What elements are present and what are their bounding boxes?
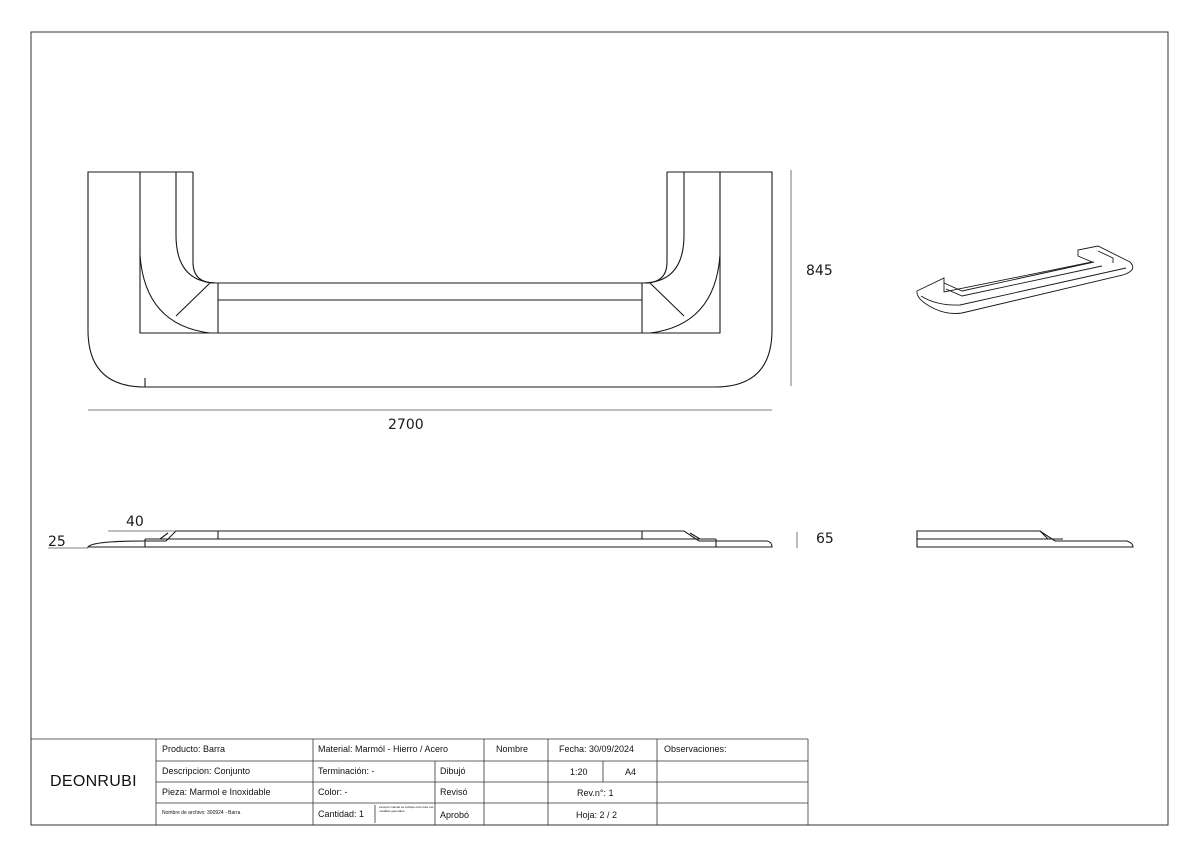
height-dimension-label: 845 [806, 263, 833, 279]
sheet-number-label: Hoja: 2 / 2 [576, 810, 618, 820]
aprobo-label: Aprobó [440, 810, 470, 820]
fecha-label: Fecha: 30/09/2024 [559, 744, 635, 754]
observaciones-label: Observaciones: [664, 744, 727, 754]
paper-size-label: A4 [625, 767, 637, 777]
cantidad-note: excepto cuando se indique otra cosa, las… [379, 805, 434, 813]
company-logo: DEONRUBI [50, 773, 137, 790]
sheet-border [30, 31, 1169, 826]
dibujo-label: Dibujó [440, 766, 466, 776]
nombre-header: Nombre [496, 744, 529, 754]
side-view [86, 530, 773, 548]
dim-40-label: 40 [126, 514, 144, 530]
top-view [87, 171, 773, 388]
revision-label: Rev.n°: 1 [577, 788, 614, 798]
reviso-label: Revisó [440, 787, 468, 797]
material-label: Material: Marmól - Hierro / Acero [318, 744, 449, 754]
producto-label: Producto: Barra [162, 744, 226, 754]
archivo-label: Nombre de archivo: 300924 - Barra [162, 810, 241, 816]
isometric-view [916, 245, 1134, 314]
right-side-view [916, 530, 1134, 548]
pieza-label: Pieza: Marmol e Inoxidable [162, 787, 271, 797]
dim-25-label: 25 [48, 534, 66, 550]
scale-label: 1:20 [570, 767, 588, 777]
descripcion-label: Descripcion: Conjunto [162, 766, 251, 776]
terminacion-label: Terminación: - [318, 766, 375, 776]
width-dimension-label: 2700 [388, 417, 424, 433]
color-label: Color: - [318, 787, 348, 797]
title-block [31, 738, 809, 825]
thickness-dimension-label: 65 [816, 531, 834, 547]
cantidad-label: Cantidad: 1 [318, 809, 365, 819]
